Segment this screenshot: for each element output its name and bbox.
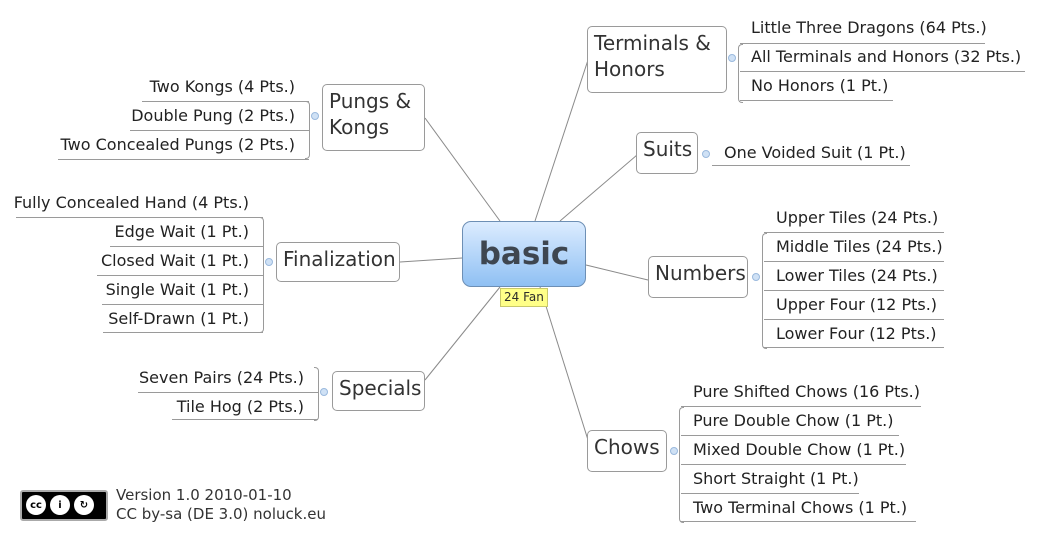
collapse-icon[interactable] [670, 447, 678, 455]
list-item[interactable]: Tile Hog (2 Pts.) [176, 397, 304, 416]
collapse-icon[interactable] [728, 54, 736, 62]
underline [130, 105, 309, 131]
topic-finalization[interactable]: Finalization [276, 242, 400, 282]
list-item[interactable]: Edge Wait (1 Pt.) [114, 222, 249, 241]
list-item[interactable]: Two Concealed Pungs (2 Pts.) [60, 135, 295, 154]
list-item[interactable]: Closed Wait (1 Pt.) [101, 251, 249, 270]
underline [764, 294, 944, 320]
bracket [762, 233, 767, 349]
underline [681, 381, 921, 407]
list-item[interactable]: Double Pung (2 Pts.) [131, 106, 295, 125]
underline [681, 496, 916, 522]
list-item[interactable]: Lower Tiles (24 Pts.) [776, 266, 938, 285]
list-item[interactable]: Fully Concealed Hand (4 Pts.) [13, 193, 249, 212]
collapse-icon[interactable] [311, 112, 319, 120]
underline [740, 75, 893, 101]
underline [764, 236, 944, 262]
list-item[interactable]: One Voided Suit (1 Pt.) [724, 143, 906, 162]
underline [681, 439, 906, 465]
underline [764, 207, 944, 233]
collapse-icon[interactable] [752, 273, 760, 281]
note-label: 24 Fan [500, 288, 548, 307]
underline [172, 394, 318, 420]
list-item[interactable]: Lower Four (12 Pts.) [776, 324, 937, 343]
topic-pungs-kongs[interactable]: Pungs & Kongs [322, 84, 425, 151]
version-text: Version 1.0 2010-01-10 [116, 486, 292, 504]
underline [138, 367, 318, 393]
list-item[interactable]: Two Terminal Chows (1 Pt.) [693, 498, 908, 517]
list-item[interactable]: Seven Pairs (24 Pts.) [139, 368, 304, 387]
topic-chows[interactable]: Chows [587, 430, 667, 472]
underline [102, 279, 263, 305]
list-item[interactable]: No Honors (1 Pt.) [751, 76, 889, 95]
license-text: CC by-sa (DE 3.0) noluck.eu [116, 505, 326, 523]
collapse-icon[interactable] [702, 150, 710, 158]
list-item[interactable]: Little Three Dragons (64 Pts.) [751, 18, 987, 37]
underline [97, 250, 263, 276]
topic-specials[interactable]: Specials [332, 371, 425, 411]
underline [681, 468, 859, 494]
central-topic[interactable]: basic [462, 221, 586, 287]
underline [58, 134, 309, 160]
list-item[interactable]: Upper Tiles (24 Pts.) [776, 208, 939, 227]
list-item[interactable]: Upper Four (12 Pts.) [776, 295, 938, 314]
collapse-icon[interactable] [265, 258, 273, 266]
list-item[interactable]: Mixed Double Chow (1 Pt.) [693, 440, 906, 459]
central-topic-label: basic [478, 236, 570, 272]
underline [712, 140, 910, 166]
underline [681, 410, 899, 436]
footer: cc i ↻ Version 1.0 2010-01-10 CC by-sa (… [20, 486, 326, 524]
by-icon: i [50, 495, 70, 515]
list-item[interactable]: Two Kongs (4 Pts.) [149, 77, 295, 96]
list-item[interactable]: Single Wait (1 Pt.) [105, 280, 249, 299]
list-item[interactable]: Short Straight (1 Pt.) [693, 469, 859, 488]
topic-terminals-honors[interactable]: Terminals & Honors [587, 26, 727, 93]
underline [103, 307, 263, 333]
cc-by-sa-badge-icon: cc i ↻ [20, 489, 108, 521]
bracket [314, 367, 319, 421]
topic-suits[interactable]: Suits [636, 132, 698, 174]
underline [764, 322, 944, 348]
topic-numbers[interactable]: Numbers [648, 256, 748, 298]
list-item[interactable]: Middle Tiles (24 Pts.) [776, 237, 943, 256]
collapse-icon[interactable] [320, 388, 328, 396]
cc-icon: cc [26, 495, 46, 515]
underline [740, 46, 1025, 72]
bracket [738, 44, 743, 103]
list-item[interactable]: Pure Double Chow (1 Pt.) [693, 411, 894, 430]
sa-icon: ↻ [74, 495, 94, 515]
underline [764, 265, 944, 291]
list-item[interactable]: All Terminals and Honors (32 Pts.) [751, 47, 1022, 66]
underline [142, 76, 309, 102]
underline [740, 18, 985, 44]
underline [110, 221, 263, 247]
bracket [679, 407, 684, 523]
list-item[interactable]: Self-Drawn (1 Pt.) [108, 309, 249, 328]
list-item[interactable]: Pure Shifted Chows (16 Pts.) [693, 382, 920, 401]
underline [16, 192, 263, 218]
